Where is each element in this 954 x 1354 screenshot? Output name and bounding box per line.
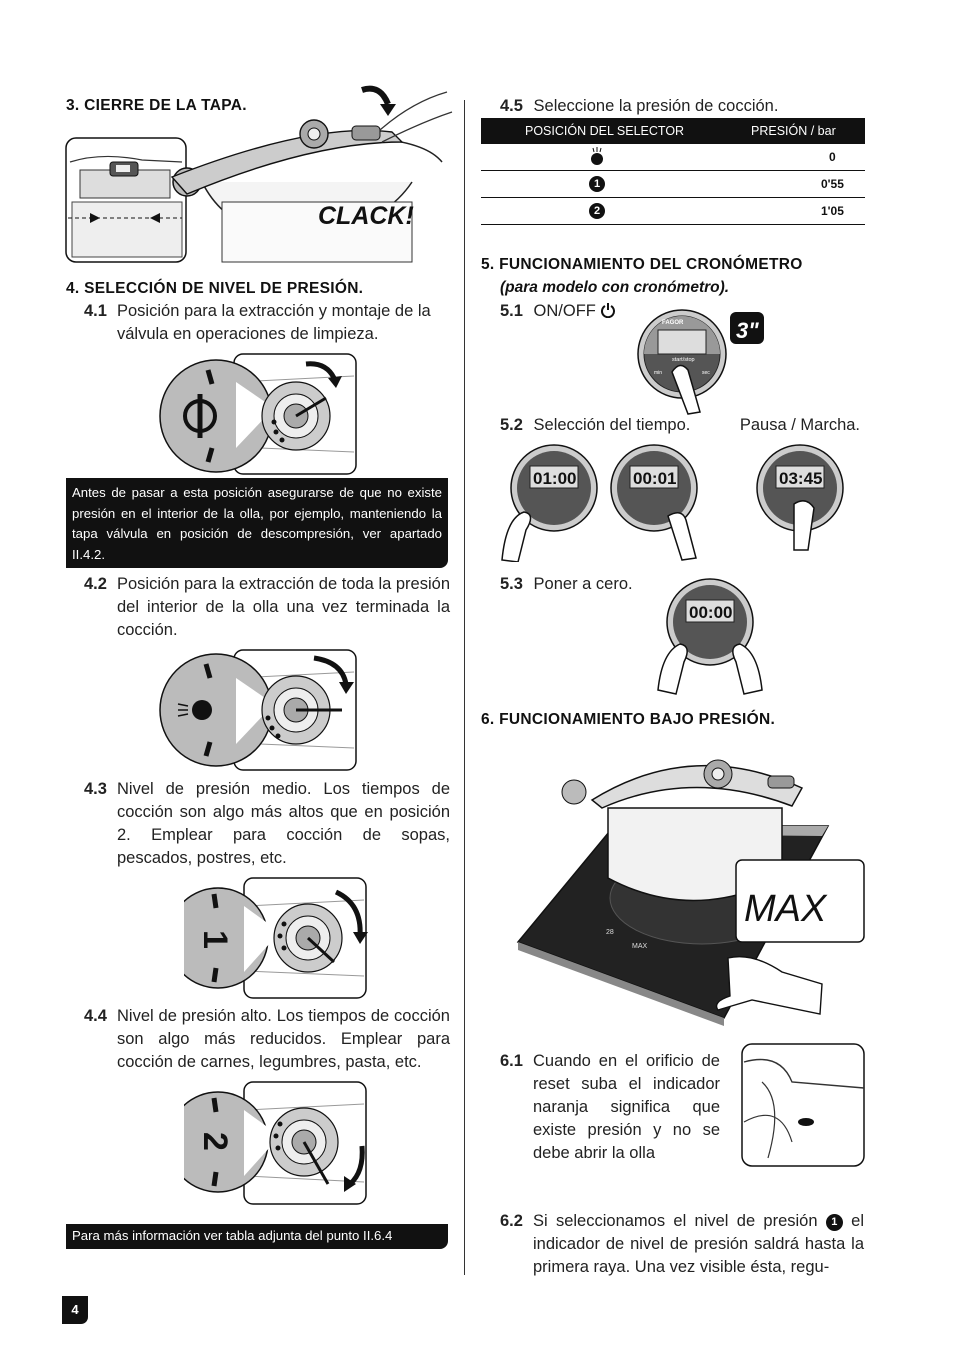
table-cell-pressure: 0 bbox=[733, 144, 865, 171]
item-4-4: 4.4 Nivel de presión alto. Los tiempos d… bbox=[84, 1005, 450, 1074]
item-number: 5.1 bbox=[500, 302, 523, 320]
section-title: FUNCIONAMIENTO DEL CRONÓMETRO bbox=[499, 256, 803, 273]
item-4-1: 4.1 Posición para la extracción y montaj… bbox=[84, 300, 450, 346]
timer-startstop: start/stop bbox=[672, 357, 695, 363]
item-text: Posición para la extracción de toda la p… bbox=[117, 575, 450, 639]
item-number: 6.1 bbox=[500, 1052, 523, 1070]
valve-position-release-illustration bbox=[159, 649, 357, 771]
section-title: SELECCIÓN DE NIVEL DE PRESIÓN. bbox=[84, 280, 364, 297]
section-title: FUNCIONAMIENTO BAJO PRESIÓN. bbox=[499, 711, 776, 728]
clack-label: CLACK! bbox=[318, 202, 414, 230]
item-number: 6.2 bbox=[500, 1212, 523, 1230]
level-badge: 1 bbox=[825, 1214, 843, 1231]
item-text: Si seleccionamos el nivel de presión 1 e… bbox=[533, 1210, 864, 1279]
timer-brand: FAGOR bbox=[662, 320, 684, 326]
timer-selection-illustration: 01:00 00:01 03:45 bbox=[501, 444, 844, 562]
column-header: PRESIÓN / bar bbox=[733, 118, 865, 144]
hob-max-label: MAX bbox=[632, 943, 648, 950]
table-row: 2 1'05 bbox=[481, 197, 865, 225]
item-5-2: 5.2 Selección del tiempo. Pausa / Marcha… bbox=[500, 414, 860, 437]
three-seconds-label: 3" bbox=[736, 318, 759, 343]
item-number: 4.5 bbox=[500, 97, 523, 115]
section-5-subtitle: (para modelo con cronómetro). bbox=[500, 279, 730, 296]
timer-3: 03:45 bbox=[756, 444, 844, 551]
timer-2: 00:01 bbox=[610, 444, 698, 561]
item-number: 5.3 bbox=[500, 575, 523, 593]
table-cell-position bbox=[481, 144, 733, 171]
page-number: 4 bbox=[62, 1296, 88, 1324]
section-4-heading: 4. SELECCIÓN DE NIVEL DE PRESIÓN. bbox=[66, 280, 363, 298]
table-cell-position: 2 bbox=[481, 197, 733, 225]
table-cell-pressure: 0'55 bbox=[733, 170, 865, 198]
section-number: 6. bbox=[481, 711, 495, 728]
timer-display: 01:00 bbox=[533, 469, 576, 488]
level-1-label: 1 bbox=[196, 930, 234, 949]
item-5-3: 5.3 Poner a cero. bbox=[500, 573, 633, 596]
section-number: 4. bbox=[66, 280, 80, 297]
reset-indicator-illustration bbox=[741, 1043, 865, 1167]
section-number: 3. bbox=[66, 97, 80, 114]
table-row: 1 0'55 bbox=[481, 170, 865, 198]
timer-min: min bbox=[654, 370, 662, 376]
warning-note-clean: Antes de pasar a esta posición asegurars… bbox=[66, 478, 448, 568]
steam-release-icon bbox=[591, 146, 603, 165]
valve-position-1-illustration: 1 bbox=[184, 877, 368, 999]
power-icon bbox=[600, 302, 616, 325]
item-text: Posición para la extracción y montaje de… bbox=[117, 302, 431, 343]
timer-onoff-illustration: FAGOR start/stop min sec 3" bbox=[637, 309, 764, 415]
timer-1: 01:00 bbox=[501, 444, 598, 562]
table-cell-position: 1 bbox=[481, 170, 733, 198]
valve-position-2-illustration: 2 bbox=[184, 1081, 367, 1205]
level-badge: 1 bbox=[589, 176, 605, 192]
timer-sec: sec bbox=[702, 370, 710, 376]
item-6-1: 6.1 Cuando en el orificio de reset suba … bbox=[500, 1050, 720, 1165]
item-number: 4.1 bbox=[84, 302, 107, 320]
level-2-label: 2 bbox=[196, 1132, 234, 1151]
section-number: 5. bbox=[481, 256, 495, 273]
item-text: Nivel de presión alto. Los tiempos de co… bbox=[117, 1007, 450, 1071]
cooker-on-hob-illustration: MAX MAX 28 bbox=[516, 759, 865, 1026]
item-number: 4.4 bbox=[84, 1007, 107, 1025]
item-6-2: 6.2 Si seleccionamos el nivel de presión… bbox=[500, 1210, 864, 1279]
table-header-row: POSICIÓN DEL SELECTOR PRESIÓN / bar bbox=[481, 118, 865, 144]
lid-closing-illustration: CLACK! bbox=[65, 85, 453, 263]
item-number: 4.3 bbox=[84, 780, 107, 798]
level-badge: 2 bbox=[589, 203, 605, 219]
item-text: Seleccione la presión de cocción. bbox=[533, 97, 779, 115]
item-text: Nivel de presión medio. Los tiempos de c… bbox=[117, 780, 450, 867]
pause-play-label: Pausa / Marcha. bbox=[739, 416, 860, 434]
section-6-heading: 6. FUNCIONAMIENTO BAJO PRESIÓN. bbox=[481, 711, 775, 729]
item-text-part: el indicador de nivel de presión saldrá … bbox=[533, 1212, 864, 1276]
item-number: 5.2 bbox=[500, 416, 523, 434]
table-row: 0 bbox=[481, 144, 865, 171]
item-text: ON/OFF bbox=[533, 302, 596, 320]
timer-display: 03:45 bbox=[779, 469, 822, 488]
item-number: 4.2 bbox=[84, 575, 107, 593]
pressure-table: POSICIÓN DEL SELECTOR PRESIÓN / bar 0 1 … bbox=[481, 118, 865, 225]
max-display: MAX bbox=[744, 888, 828, 930]
section-title: CIERRE DE LA TAPA. bbox=[84, 97, 247, 114]
valve-position-open-illustration bbox=[159, 353, 357, 475]
column-divider bbox=[464, 100, 465, 1275]
section-3-heading: 3. CIERRE DE LA TAPA. bbox=[66, 97, 247, 115]
item-4-2: 4.2 Posición para la extracción de toda … bbox=[84, 573, 450, 642]
item-text: Cuando en el orificio de reset suba el i… bbox=[533, 1052, 720, 1162]
table-cell-pressure: 1'05 bbox=[733, 197, 865, 225]
item-text: Poner a cero. bbox=[533, 575, 633, 593]
timer-reset-illustration: 00:00 bbox=[657, 578, 763, 695]
timer-display: 00:01 bbox=[633, 469, 676, 488]
item-4-3: 4.3 Nivel de presión medio. Los tiempos … bbox=[84, 778, 450, 870]
info-note-table: Para más información ver tabla adjunta d… bbox=[66, 1224, 448, 1249]
column-header: POSICIÓN DEL SELECTOR bbox=[481, 118, 733, 144]
timer-display: 00:00 bbox=[689, 603, 732, 622]
item-text: Selección del tiempo. bbox=[533, 416, 691, 434]
item-5-1: 5.1 ON/OFF bbox=[500, 300, 616, 325]
section-5-heading: 5. FUNCIONAMIENTO DEL CRONÓMETRO bbox=[481, 256, 803, 274]
item-4-5: 4.5 Seleccione la presión de cocción. bbox=[500, 95, 778, 118]
hob-number-label: 28 bbox=[606, 929, 614, 936]
item-text-part: Si seleccionamos el nivel de presión bbox=[533, 1212, 818, 1230]
